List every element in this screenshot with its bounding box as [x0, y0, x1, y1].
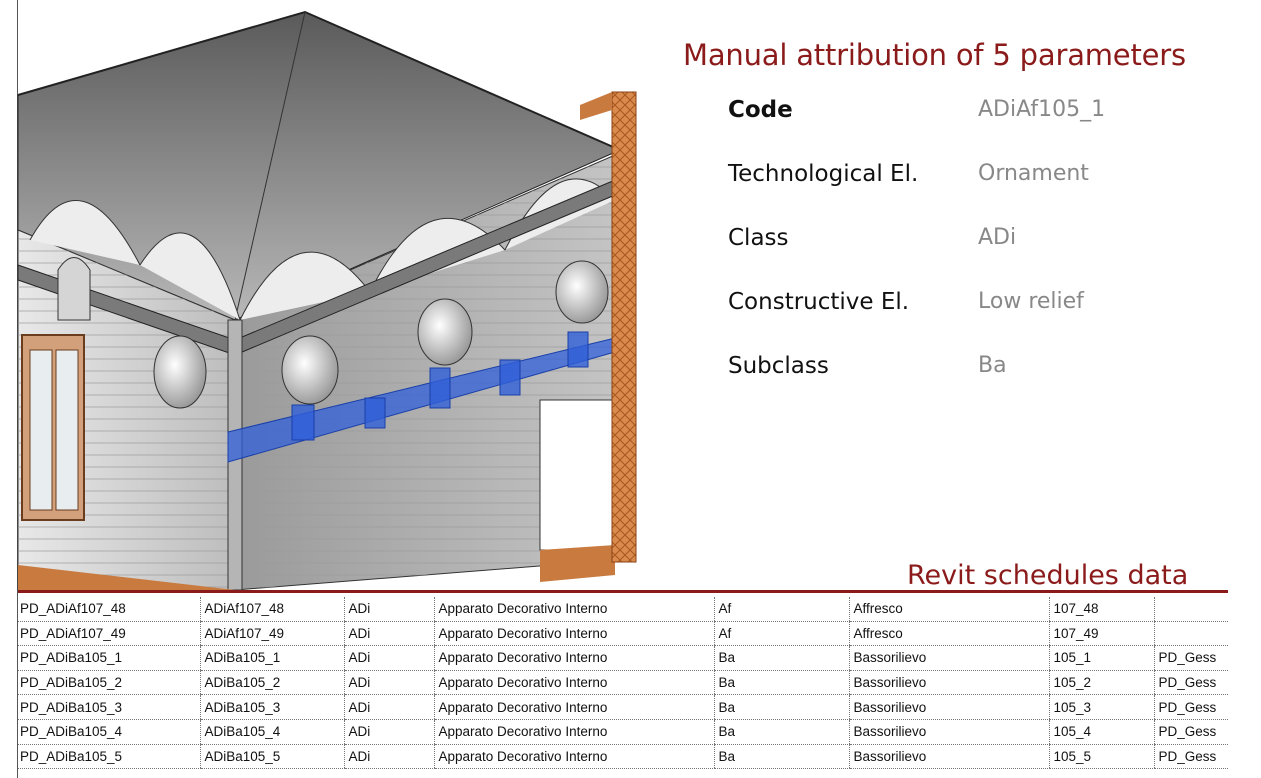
cell-material[interactable]: PD_Gess [1153, 719, 1228, 745]
cell-constructive-el[interactable]: Bassorilievo [848, 694, 1049, 720]
cell-class[interactable]: ADi [343, 694, 434, 720]
cell-family-name[interactable]: PD_ADiBa105_4 [18, 719, 200, 745]
cell-number[interactable]: 105_2 [1048, 670, 1154, 696]
cell-constructive-el[interactable]: Bassorilievo [848, 744, 1049, 770]
param-value: Low relief [978, 289, 1084, 314]
cell-class[interactable]: ADi [343, 744, 434, 770]
cell-code[interactable]: ADiBa105_3 [199, 694, 344, 720]
cell-number[interactable]: 107_48 [1048, 597, 1154, 622]
cell-constructive-el[interactable]: Affresco [848, 621, 1049, 647]
cell-technological-el[interactable]: Apparato Decorativo Interno [433, 744, 714, 770]
cell-number[interactable]: 105_1 [1048, 645, 1154, 671]
cell-subclass-code[interactable]: Ba [713, 719, 849, 745]
cell-number[interactable]: 105_4 [1048, 719, 1154, 745]
cell-material[interactable]: PD_Gess [1153, 744, 1228, 770]
param-value: ADi [978, 225, 1017, 250]
cell-class[interactable]: ADi [343, 621, 434, 647]
3d-model-viewport[interactable] [0, 0, 640, 590]
cell-family-name[interactable]: PD_ADiAf107_49 [18, 621, 200, 647]
cell-class[interactable]: ADi [343, 597, 434, 622]
cell-technological-el[interactable]: Apparato Decorativo Interno [433, 694, 714, 720]
cell-subclass-code[interactable]: Ba [713, 670, 849, 696]
cell-number[interactable]: 105_5 [1048, 744, 1154, 770]
3d-model-render [17, 10, 637, 590]
cell-code[interactable]: ADiAf107_49 [199, 621, 344, 647]
cell-constructive-el[interactable]: Bassorilievo [848, 719, 1049, 745]
cell-class[interactable]: ADi [343, 719, 434, 745]
cell-material[interactable]: PD_Gess [1153, 670, 1228, 696]
param-value: ADiAf105_1 [978, 97, 1106, 122]
parameters-heading: Manual attribution of 5 parameters [683, 38, 1186, 72]
cell-subclass-code[interactable]: Ba [713, 694, 849, 720]
cell-constructive-el[interactable]: Affresco [848, 597, 1049, 622]
param-value: Ba [978, 353, 1007, 378]
cell-family-name[interactable]: PD_ADiBa105_1 [18, 645, 200, 671]
cell-family-name[interactable]: PD_ADiBa105_5 [18, 744, 200, 770]
cell-material[interactable]: PD_Gess [1153, 645, 1228, 671]
cell-technological-el[interactable]: Apparato Decorativo Interno [433, 645, 714, 671]
cell-code[interactable]: ADiBa105_1 [199, 645, 344, 671]
cell-technological-el[interactable]: Apparato Decorativo Interno [433, 621, 714, 647]
cell-number[interactable]: 105_3 [1048, 694, 1154, 720]
cell-subclass-code[interactable]: Af [713, 621, 849, 647]
param-value: Ornament [978, 161, 1089, 186]
cell-technological-el[interactable]: Apparato Decorativo Interno [433, 670, 714, 696]
schedules-heading: Revit schedules data [907, 560, 1189, 591]
cell-code[interactable]: ADiBa105_4 [199, 719, 344, 745]
cell-code[interactable]: ADiBa105_2 [199, 670, 344, 696]
cell-material[interactable] [1153, 621, 1228, 647]
cell-family-name[interactable]: PD_ADiBa105_2 [18, 670, 200, 696]
cell-material[interactable]: PD_Gess [1153, 694, 1228, 720]
cell-subclass-code[interactable]: Af [713, 597, 849, 622]
cell-code[interactable]: ADiAf107_48 [199, 597, 344, 622]
param-key: Class [728, 225, 789, 251]
param-key: Code [728, 97, 793, 123]
cell-material[interactable] [1153, 597, 1228, 622]
cell-subclass-code[interactable]: Ba [713, 645, 849, 671]
cell-constructive-el[interactable]: Bassorilievo [848, 670, 1049, 696]
param-key: Subclass [728, 353, 829, 379]
schedules-divider [18, 590, 1228, 593]
cell-family-name[interactable]: PD_ADiAf107_48 [18, 597, 200, 622]
cell-class[interactable]: ADi [343, 670, 434, 696]
param-key: Technological El. [728, 161, 919, 187]
cell-technological-el[interactable]: Apparato Decorativo Interno [433, 597, 714, 622]
cell-number[interactable]: 107_49 [1048, 621, 1154, 647]
param-key: Constructive El. [728, 289, 910, 315]
cell-subclass-code[interactable]: Ba [713, 744, 849, 770]
cell-family-name[interactable]: PD_ADiBa105_3 [18, 694, 200, 720]
cell-class[interactable]: ADi [343, 645, 434, 671]
cell-code[interactable]: ADiBa105_5 [199, 744, 344, 770]
cell-constructive-el[interactable]: Bassorilievo [848, 645, 1049, 671]
cell-technological-el[interactable]: Apparato Decorativo Interno [433, 719, 714, 745]
